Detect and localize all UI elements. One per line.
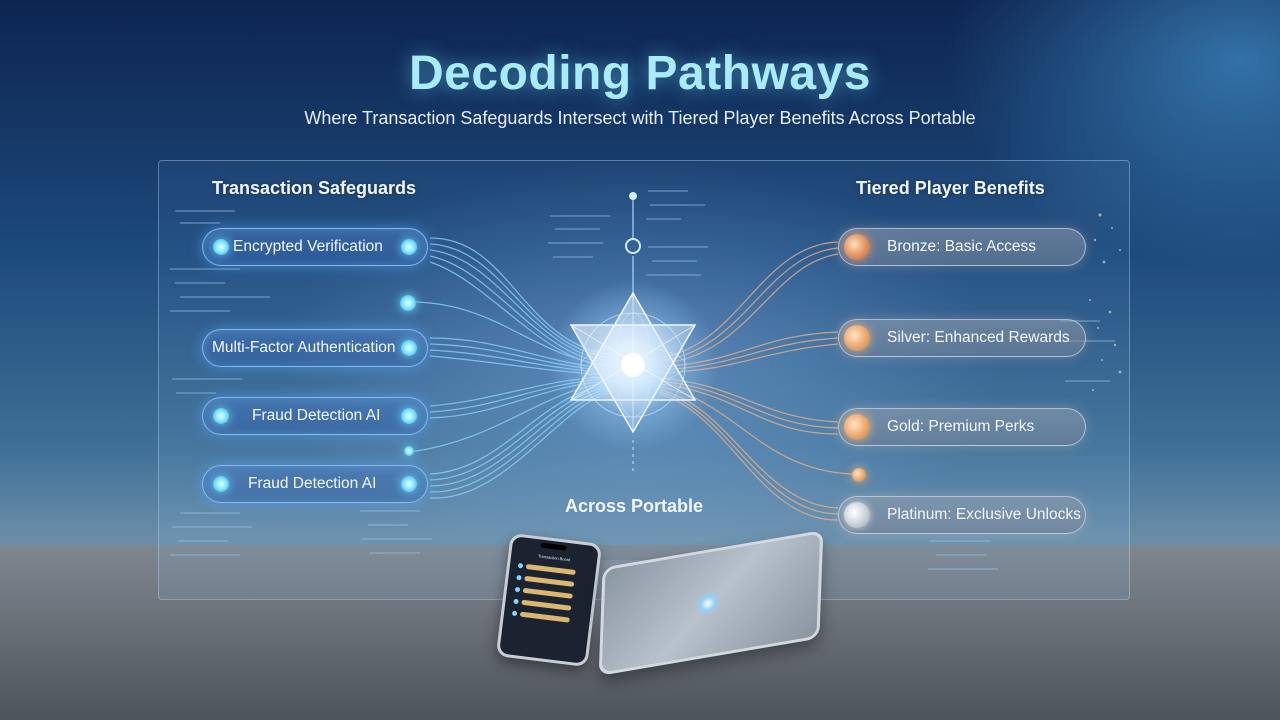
phone-row-dot: [514, 586, 521, 593]
phone-row: [524, 575, 575, 587]
particle-dust: [1089, 213, 1122, 391]
phone-row-dot: [513, 598, 519, 605]
node-dot-icon: [401, 408, 417, 424]
node-dot-icon: [401, 340, 417, 356]
across-portable-label: Across Portable: [565, 496, 704, 516]
phone-row-dot: [511, 610, 518, 617]
tier-silver[interactable]: Silver: Enhanced Rewards: [838, 319, 1086, 357]
safeguard-fraud-detection-ai-2[interactable]: Fraud Detection AI: [202, 465, 428, 503]
tier-bronze[interactable]: Bronze: Basic Access: [838, 228, 1086, 266]
safeguard-label: Multi-Factor Authentication: [212, 339, 396, 356]
node-dot-icon: [213, 239, 229, 255]
axis-node-top: [629, 192, 637, 200]
safeguard-label: Fraud Detection AI: [248, 475, 377, 492]
phone-screen-title: Transaction Board: [537, 553, 571, 563]
transaction-safeguards-heading: Transaction Safeguards: [212, 178, 417, 198]
tier-gold[interactable]: Gold: Premium Perks: [838, 408, 1086, 446]
floating-node-icon: [404, 446, 414, 456]
phone-row: [519, 611, 571, 623]
phone-row-dot: [516, 574, 522, 581]
page-title: Decoding Pathways: [409, 47, 871, 100]
tablet-glow-icon: [695, 589, 721, 618]
node-dot-icon: [213, 476, 229, 492]
phone-row-dot: [517, 562, 524, 569]
tier-label: Bronze: Basic Access: [887, 238, 1037, 255]
floating-node-icon: [400, 295, 416, 311]
floating-node-icon: [852, 468, 866, 482]
tiered-player-benefits-heading: Tiered Player Benefits: [856, 178, 1045, 198]
bronze-orb-icon: [844, 233, 870, 260]
tier-label: Silver: Enhanced Rewards: [887, 329, 1070, 346]
phone-row: [521, 599, 572, 611]
code-texture: [170, 190, 1115, 570]
hexagram-core-icon: [548, 280, 718, 450]
platinum-orb-icon: [844, 501, 870, 528]
safeguard-fraud-detection-ai[interactable]: Fraud Detection AI: [202, 397, 428, 435]
smartphone-device: Transaction Board: [495, 532, 603, 668]
safeguard-encrypted-verification[interactable]: Encrypted Verification: [202, 228, 428, 266]
page-subtitle: Where Transaction Safeguards Intersect w…: [304, 108, 976, 128]
phone-row: [522, 587, 573, 599]
safeguard-label: Fraud Detection AI: [252, 407, 381, 424]
node-dot-icon: [213, 408, 229, 424]
safeguard-label: Encrypted Verification: [233, 238, 383, 255]
node-dot-icon: [401, 476, 417, 492]
node-dot-icon: [401, 239, 417, 255]
tier-platinum[interactable]: Platinum: Exclusive Unlocks: [838, 496, 1086, 534]
phone-row: [525, 563, 576, 576]
tier-label: Platinum: Exclusive Unlocks: [887, 506, 1081, 523]
tier-label: Gold: Premium Perks: [887, 418, 1035, 435]
safeguard-multi-factor-authentication[interactable]: Multi-Factor Authentication: [202, 329, 428, 367]
phone-notch: [540, 542, 567, 551]
gold-orb-icon: [844, 413, 870, 440]
silver-orb-icon: [844, 324, 870, 351]
axis-node-ring: [625, 238, 641, 254]
